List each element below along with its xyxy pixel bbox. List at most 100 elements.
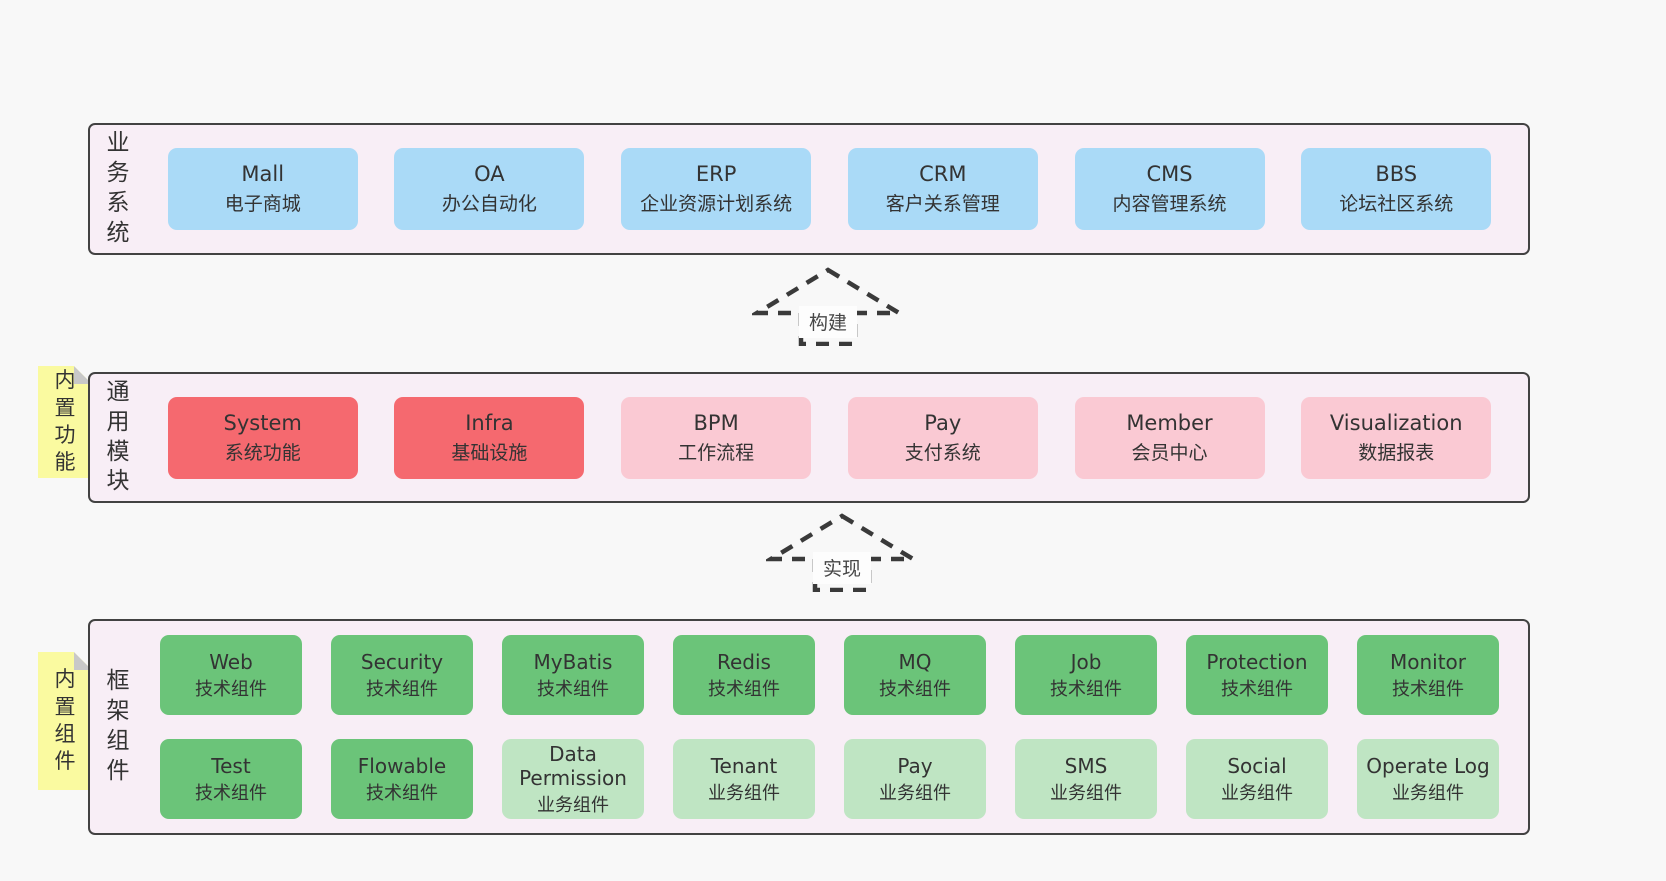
node-redis: Redis 技术组件 <box>673 635 815 715</box>
node-tenant: Tenant 业务组件 <box>673 739 815 819</box>
node-title: Web <box>209 649 253 674</box>
node-operate-log: Operate Log 业务组件 <box>1357 739 1499 819</box>
node-title: Job <box>1070 649 1102 674</box>
dashed-up-arrow-build-icon: 构建 <box>752 267 904 346</box>
node-title: Test <box>211 753 251 778</box>
node-subtitle: 业务组件 <box>1221 782 1293 804</box>
panel-framework-side-label: 框架组件 <box>106 668 130 784</box>
node-title: Pay <box>897 753 933 778</box>
node-subtitle: 技术组件 <box>1050 678 1122 700</box>
node-subtitle: 技术组件 <box>537 678 609 700</box>
node-oa: OA 办公自动化 <box>394 148 585 230</box>
node-subtitle: 企业资源计划系统 <box>640 193 793 216</box>
node-title: MyBatis <box>533 649 613 674</box>
node-title: Visualization <box>1329 410 1463 435</box>
sticky-label: 内置组件 <box>54 667 76 774</box>
node-title: SMS <box>1064 753 1108 778</box>
node-flowable: Flowable 技术组件 <box>331 739 473 819</box>
node-title: Security <box>360 649 444 674</box>
node-sms: SMS 业务组件 <box>1015 739 1157 819</box>
node-subtitle: 电子商城 <box>224 193 301 216</box>
node-title: MQ <box>898 649 932 674</box>
node-title: OA <box>474 162 505 186</box>
node-monitor: Monitor 技术组件 <box>1357 635 1499 715</box>
node-test: Test 技术组件 <box>160 739 302 819</box>
node-mq: MQ 技术组件 <box>844 635 986 715</box>
node-title: Tenant <box>710 753 778 778</box>
node-system: System 系统功能 <box>167 396 358 479</box>
panel-common-modules: 通用模块 System 系统功能 Infra 基础设施 BPM 工作流程 Pay… <box>88 372 1530 503</box>
dashed-up-arrow-implement-icon: 实现 <box>766 513 918 592</box>
node-title: BBS <box>1375 162 1418 186</box>
node-title: CRM <box>919 162 967 186</box>
node-subtitle: 数据报表 <box>1358 441 1435 464</box>
node-subtitle: 办公自动化 <box>441 193 537 216</box>
node-visualization: Visualization 数据报表 <box>1301 396 1492 479</box>
node-security: Security 技术组件 <box>331 635 473 715</box>
node-protection: Protection 技术组件 <box>1186 635 1328 715</box>
panel-business-side-label: 业务系统 <box>106 130 130 246</box>
node-subtitle: 支付系统 <box>904 441 981 464</box>
framework-rows: Web 技术组件 Security 技术组件 MyBatis 技术组件 Redi… <box>131 635 1528 819</box>
node-subtitle: 技术组件 <box>195 678 267 700</box>
node-title: Infra <box>465 410 514 435</box>
node-subtitle: 技术组件 <box>708 678 780 700</box>
node-title: System <box>223 410 302 435</box>
node-title: BPM <box>693 410 739 435</box>
node-title: Operate Log <box>1366 753 1490 778</box>
node-subtitle: 系统功能 <box>224 441 301 464</box>
node-social: Social 业务组件 <box>1186 739 1328 819</box>
node-title: Member <box>1126 410 1213 435</box>
node-mall: Mall 电子商城 <box>167 148 358 230</box>
node-title: Redis <box>717 649 771 674</box>
panel-business-systems: 业务系统 Mall 电子商城 OA 办公自动化 ERP 企业资源计划系统 CRM… <box>88 123 1530 255</box>
node-subtitle: 业务组件 <box>879 782 951 804</box>
node-subtitle: 业务组件 <box>537 794 609 816</box>
node-title: Protection <box>1206 649 1308 674</box>
business-box-row: Mall 电子商城 OA 办公自动化 ERP 企业资源计划系统 CRM 客户关系… <box>131 148 1528 230</box>
node-subtitle: 业务组件 <box>1392 782 1464 804</box>
sticky-note-built-in-components: 内置组件 <box>38 652 92 790</box>
node-crm: CRM 客户关系管理 <box>847 148 1038 230</box>
node-mybatis: MyBatis 技术组件 <box>502 635 644 715</box>
node-subtitle: 技术组件 <box>366 782 438 804</box>
node-subtitle: 基础设施 <box>451 441 528 464</box>
node-subtitle: 技术组件 <box>1392 678 1464 700</box>
node-erp: ERP 企业资源计划系统 <box>621 148 812 230</box>
node-infra: Infra 基础设施 <box>394 396 585 479</box>
node-subtitle: 业务组件 <box>1050 782 1122 804</box>
node-title: Data Permission <box>519 741 627 790</box>
node-bpm: BPM 工作流程 <box>621 396 812 479</box>
node-subtitle: 论坛社区系统 <box>1339 193 1454 216</box>
node-title: Pay <box>924 410 962 435</box>
node-web: Web 技术组件 <box>160 635 302 715</box>
modules-box-row: System 系统功能 Infra 基础设施 BPM 工作流程 Pay 支付系统… <box>131 396 1528 479</box>
node-job: Job 技术组件 <box>1015 635 1157 715</box>
node-title: Mall <box>241 162 285 186</box>
node-cms: CMS 内容管理系统 <box>1074 148 1265 230</box>
sticky-label: 内置功能 <box>54 368 76 475</box>
node-subtitle: 技术组件 <box>879 678 951 700</box>
node-pay-module: Pay 支付系统 <box>847 396 1038 479</box>
node-subtitle: 工作流程 <box>678 441 755 464</box>
node-title: Social <box>1227 753 1287 778</box>
framework-box-row-2: Test 技术组件 Flowable 技术组件 Data Permission … <box>131 739 1528 819</box>
node-title: ERP <box>695 162 737 186</box>
node-title: Flowable <box>357 753 447 778</box>
node-title: CMS <box>1146 162 1193 186</box>
node-bbs: BBS 论坛社区系统 <box>1301 148 1492 230</box>
panel-modules-side-label: 通用模块 <box>106 378 130 495</box>
node-pay-component: Pay 业务组件 <box>844 739 986 819</box>
sticky-note-built-in-features: 内置功能 <box>38 366 92 478</box>
node-member: Member 会员中心 <box>1074 396 1265 479</box>
arrow-build-label: 构建 <box>809 312 847 334</box>
node-subtitle: 技术组件 <box>195 782 267 804</box>
node-title: Monitor <box>1389 649 1467 674</box>
node-subtitle: 内容管理系统 <box>1112 193 1227 216</box>
node-subtitle: 技术组件 <box>1221 678 1293 700</box>
arrow-implement-label: 实现 <box>823 558 861 580</box>
framework-box-row-1: Web 技术组件 Security 技术组件 MyBatis 技术组件 Redi… <box>131 635 1528 715</box>
node-subtitle: 客户关系管理 <box>885 193 1000 216</box>
node-subtitle: 技术组件 <box>366 678 438 700</box>
node-subtitle: 会员中心 <box>1131 441 1208 464</box>
